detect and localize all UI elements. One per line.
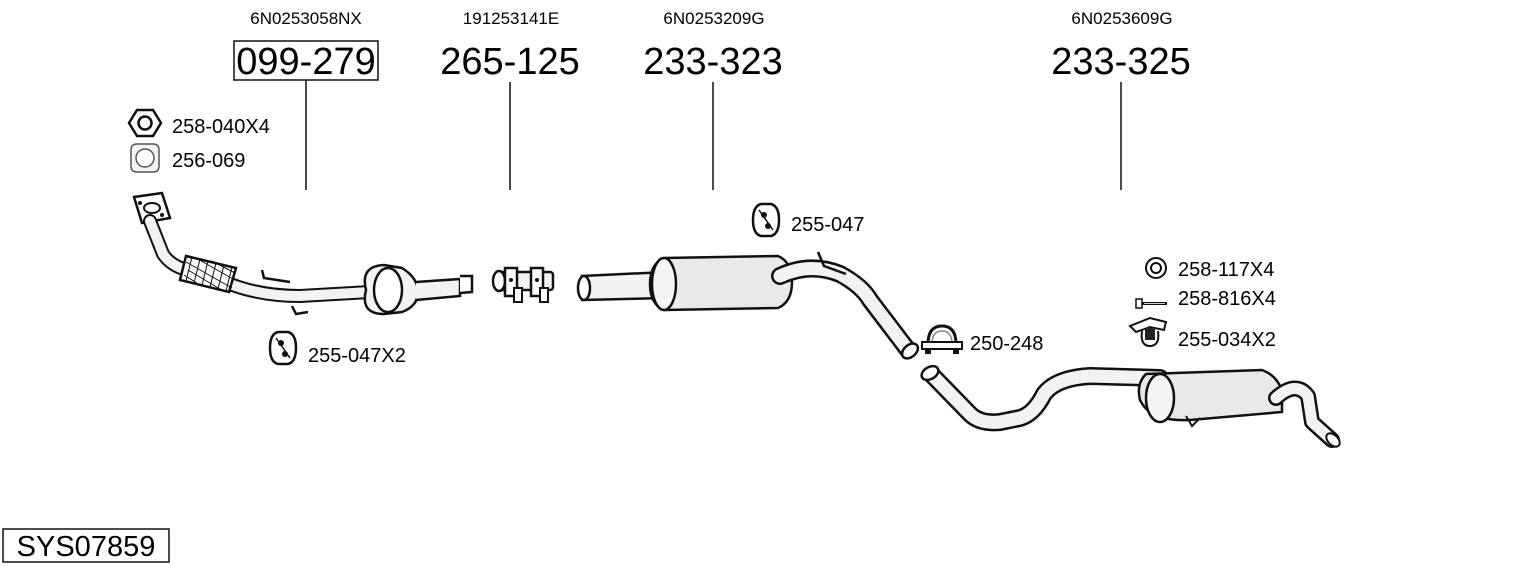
middle-silencer[interactable]	[576, 251, 921, 361]
accessory-label-bracket: 255-034X2	[1178, 329, 1276, 351]
connector-sleeve-clamps[interactable]	[491, 266, 555, 303]
part-number-1[interactable]: 099-279	[236, 41, 375, 83]
part-number-3[interactable]: 233-323	[643, 41, 782, 83]
oem-number-1: 6N0253058NX	[250, 9, 362, 28]
gasket-icon[interactable]	[130, 143, 160, 173]
bracket-hanger-icon[interactable]	[1128, 316, 1168, 348]
leader-lines	[305, 80, 1122, 190]
accessory-label-clamp: 250-248	[970, 333, 1043, 355]
accessory-label-gasket: 256-069	[172, 150, 245, 172]
clamp-icon[interactable]	[921, 324, 963, 354]
oem-number-4: 6N0253609G	[1071, 9, 1172, 28]
system-code-box	[2, 528, 170, 563]
rubber-hanger-icon[interactable]	[751, 202, 781, 238]
accessory-label-washer: 258-117X4	[1178, 259, 1274, 281]
system-code: SYS07859	[17, 531, 156, 563]
accessory-label-nut: 258-040X4	[172, 116, 270, 138]
nut-icon[interactable]	[127, 108, 163, 138]
part-number-4[interactable]: 233-325	[1051, 41, 1190, 83]
accessory-label-bolt: 258-816X4	[1178, 288, 1276, 310]
rear-silencer[interactable]	[919, 363, 1342, 449]
accessory-label-hanger-middle: 255-047	[791, 214, 864, 236]
rubber-hanger-icon[interactable]	[268, 330, 298, 366]
bolt-icon[interactable]	[1135, 298, 1167, 309]
flex-mesh	[183, 256, 236, 292]
oem-number-3: 6N0253209G	[663, 9, 764, 28]
part-number-2[interactable]: 265-125	[440, 41, 579, 83]
front-pipe-catalytic-converter[interactable]	[132, 191, 474, 316]
oem-number-2: 191253141E	[463, 9, 559, 28]
washer-icon[interactable]	[1145, 257, 1167, 279]
accessory-label-hanger-left: 255-047X2	[308, 345, 406, 367]
